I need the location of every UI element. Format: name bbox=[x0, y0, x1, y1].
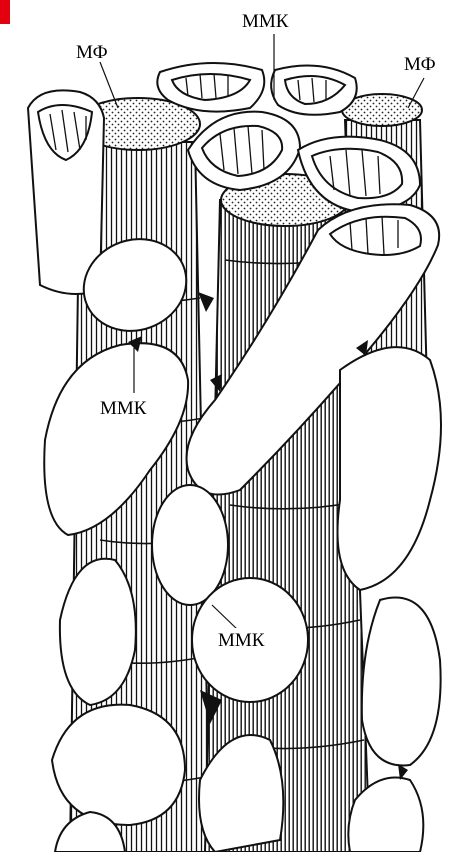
mitochondrion-top-right bbox=[271, 66, 357, 115]
label-mmk-bottom: ММК bbox=[218, 630, 265, 651]
label-mmk-left: ММК bbox=[100, 398, 147, 419]
mitochondrion-lateral-7 bbox=[362, 598, 441, 766]
label-mmk-top: ММК bbox=[242, 11, 289, 32]
mitochondrion-lateral-4 bbox=[152, 485, 228, 605]
label-mf-left: МФ bbox=[76, 42, 108, 63]
mitochondrion-lateral-3 bbox=[338, 347, 442, 590]
label-mf-right: МФ bbox=[404, 54, 436, 75]
mitochondrion-lateral-8 bbox=[52, 705, 185, 825]
corner-mark bbox=[0, 0, 10, 24]
